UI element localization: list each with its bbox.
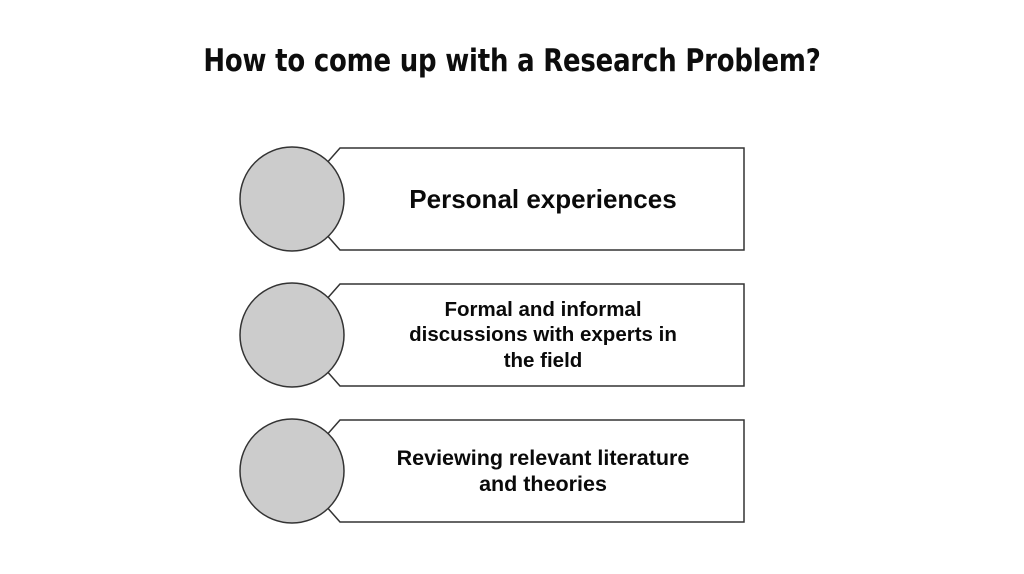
- step-circle-3: [239, 418, 345, 524]
- row-1-box: [324, 147, 745, 251]
- step-circle-1: [239, 146, 345, 252]
- row-1-shapes: [239, 146, 745, 252]
- page-title: How to come up with a Research Problem?: [203, 43, 821, 79]
- row-3-box: [324, 419, 745, 523]
- diagram-row-1[interactable]: Personal experiences: [236, 144, 748, 256]
- step-circle-2: [239, 282, 345, 388]
- row-2-shapes: [239, 282, 745, 388]
- row-2-box: [324, 283, 745, 387]
- row-3-shapes: [239, 418, 745, 524]
